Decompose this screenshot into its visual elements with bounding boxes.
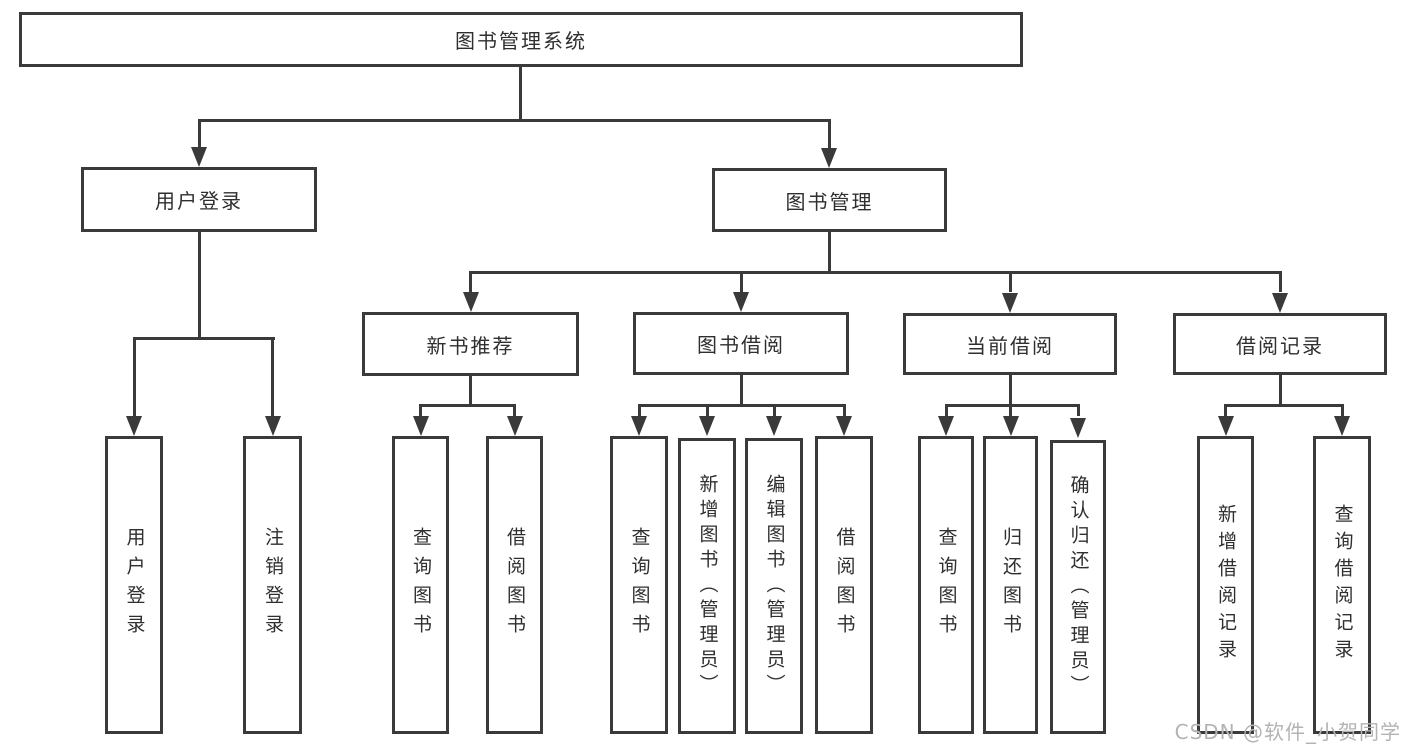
arrow-down-icon [1002,416,1019,436]
arrow-down-icon [264,416,281,436]
node-borrowing-records: 借阅记录 [1173,313,1387,375]
leaf-current-return-books-label: 归还图书 [1000,527,1022,643]
leaf-user-login-label: 用户登录 [123,527,146,643]
connector [132,339,136,416]
leaf-recommend-query-books: 查询图书 [392,436,449,734]
arrow-down-icon [126,416,142,436]
arrow-down-icon [1334,416,1350,436]
node-book-borrowing: 图书借阅 [633,312,849,375]
arrow-down-icon [412,416,429,436]
arrow-down-icon [836,416,852,436]
leaf-current-query-books-label: 查询图书 [935,527,958,643]
connector [1076,406,1080,416]
leaf-current-query-books: 查询图书 [918,436,974,734]
connector [513,406,516,416]
node-library-management-system: 图书管理系统 [19,12,1023,67]
arrow-down-icon [462,292,479,312]
connector [419,403,516,407]
watermark: CSDN @软件_小贺同学 [1174,720,1401,744]
connector [705,406,709,416]
leaf-user-login: 用户登录 [105,436,163,734]
leaf-current-confirm-return-admin-label: 确认归还（管理员） [1067,474,1090,700]
leaf-borrowing-add-books-admin: 新增图书（管理员） [678,438,736,734]
arrow-down-icon [733,292,749,312]
connector [1224,406,1227,416]
arrow-down-icon [1217,416,1234,436]
connector [271,339,274,416]
arrow-down-icon [191,147,207,167]
connector [739,375,743,405]
arrow-down-icon [1002,293,1018,313]
leaf-logout: 注销登录 [243,436,302,734]
leaf-borrowing-add-books-admin-label: 新增图书（管理员） [696,473,719,699]
connector [518,67,522,120]
leaf-borrowing-query-books-label: 查询图书 [628,527,651,643]
connector [637,406,641,416]
leaf-recommend-borrow-books: 借阅图书 [486,436,543,734]
leaf-current-confirm-return-admin: 确认归还（管理员） [1050,440,1106,734]
connector [197,232,201,338]
arrow-down-icon [631,416,647,436]
connector [419,406,422,416]
connector [1224,403,1344,407]
arrow-down-icon [766,416,782,436]
connector [944,403,1080,407]
connector [469,270,1282,274]
connector [1278,273,1282,292]
connector [1340,406,1344,416]
connector [197,118,831,122]
leaf-recommend-query-books-label: 查询图书 [410,527,432,643]
connector [637,403,846,407]
connector [132,336,275,340]
connector [739,273,743,292]
connector [827,121,831,149]
arrow-down-icon [1272,293,1288,313]
leaf-records-add-record: 新增借阅记录 [1197,436,1254,734]
arrow-down-icon [1070,418,1086,438]
connector [1009,406,1012,416]
node-user-login-branch: 用户登录 [81,167,317,232]
connector [469,376,472,405]
node-current-borrowing: 当前借阅 [903,313,1117,375]
leaf-records-query-record-label: 查询借阅记录 [1331,504,1354,666]
connector [469,273,472,292]
leaf-recommend-borrow-books-label: 借阅图书 [504,527,526,643]
leaf-current-return-books: 归还图书 [983,436,1038,734]
node-book-management-branch: 图书管理 [712,168,947,232]
arrow-down-icon [699,416,715,436]
leaf-borrowing-edit-books-admin: 编辑图书（管理员） [745,438,803,734]
leaf-borrowing-edit-books-admin-label: 编辑图书（管理员） [763,473,786,699]
arrow-down-icon [938,416,954,436]
leaf-records-query-record: 查询借阅记录 [1313,436,1371,734]
arrow-down-icon [821,148,837,168]
leaf-logout-label: 注销登录 [262,527,284,643]
connector [1278,375,1282,405]
connector [197,121,201,148]
connector [1008,375,1012,405]
leaf-records-add-record-label: 新增借阅记录 [1215,504,1237,666]
connector [772,406,776,416]
node-new-book-recommend: 新书推荐 [362,312,579,376]
leaf-borrowing-borrow-books-label: 借阅图书 [833,527,856,643]
arrow-down-icon [506,416,523,436]
leaf-borrowing-query-books: 查询图书 [610,436,668,734]
connector [842,406,846,416]
connector [944,406,948,416]
leaf-borrowing-borrow-books: 借阅图书 [815,436,873,734]
connector [827,232,831,272]
connector [1008,273,1012,292]
